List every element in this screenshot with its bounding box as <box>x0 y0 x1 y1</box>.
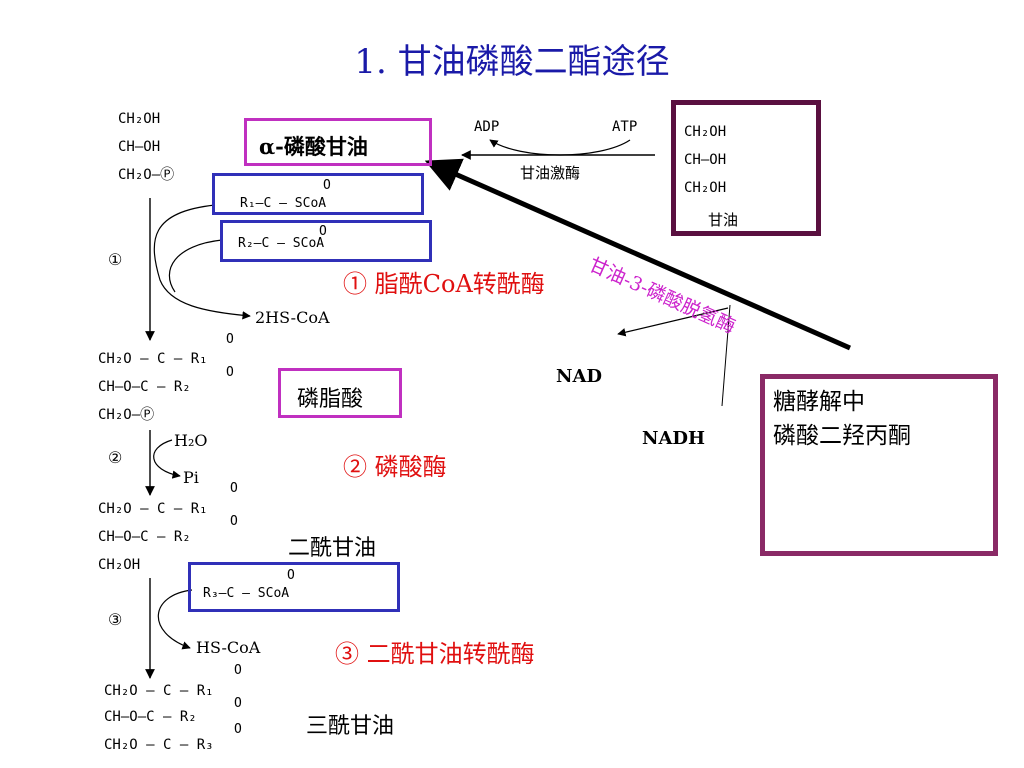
glycerol-box: CH₂OH CH—OH CH₂OH 甘油 <box>671 100 821 236</box>
acyl-coa-3-box: O R₃—C — SCoA <box>188 562 400 612</box>
tg-oxygen-1: O <box>234 663 242 678</box>
acyl3-formula: R₃—C — SCoA <box>203 586 290 601</box>
gp-struct-line3: CH₂O—Ⓟ <box>118 167 175 183</box>
step2-enzyme: ② 磷酸酶 <box>343 453 447 481</box>
tg-oxygen-2: O <box>234 696 242 711</box>
dehydrogenase-arrow <box>424 158 852 351</box>
kinase-atp: ATP <box>612 119 638 135</box>
acyl3-oxygen: O <box>287 568 295 583</box>
pa-oxygen-1: O <box>226 332 234 347</box>
nadh-line <box>721 304 731 407</box>
step1-product: 2HS-CoA <box>255 308 330 327</box>
step2-water: H₂O <box>174 431 208 450</box>
phosphatidic-acid-label: 磷脂酸 <box>297 387 364 412</box>
page-title: 1. 甘油磷酸二酯途径 <box>354 42 670 82</box>
alpha-gp-box: α-磷酸甘油 <box>244 118 432 166</box>
phosphatidic-acid-box: 磷脂酸 <box>278 368 402 418</box>
dg-struct-line3: CH₂OH <box>98 557 141 573</box>
diacylglycerol-label: 二酰甘油 <box>288 536 377 561</box>
pa-struct-line2: CH—O—C — R₂ <box>98 379 191 395</box>
kinase-adp: ADP <box>474 119 500 135</box>
triacylglycerol-label: 三酰甘油 <box>306 714 395 739</box>
tg-oxygen-3: O <box>234 722 242 737</box>
acyl1-oxygen: O <box>323 178 331 193</box>
glycerol-name: 甘油 <box>708 211 739 229</box>
dg-struct-line2: CH—O—C — R₂ <box>98 529 191 545</box>
step1-number: ① <box>108 250 123 269</box>
pa-oxygen-2: O <box>226 365 234 380</box>
kinase-atp-adp-arc <box>489 139 631 156</box>
pa-struct-line1: CH₂O — C — R₁ <box>98 351 208 367</box>
step3-number: ③ <box>108 610 123 629</box>
step2-pi: Pi <box>183 468 199 487</box>
step2-side-arrow <box>153 439 181 479</box>
dg-oxygen-2: O <box>230 514 238 529</box>
tg-struct-line1: CH₂O — C — R₁ <box>104 683 214 699</box>
nadh-label: NADH <box>642 428 706 449</box>
dg-oxygen-1: O <box>230 481 238 496</box>
glycerol-line2: CH—OH <box>684 152 727 168</box>
acyl2-oxygen: O <box>319 224 327 239</box>
alpha-gp-label: α-磷酸甘油 <box>259 134 368 159</box>
acyl1-formula: R₁—C — SCoA <box>240 196 327 211</box>
acyl-coa-2-box: O R₂—C — SCoA <box>220 220 432 262</box>
kinase-enzyme: 甘油激酶 <box>520 164 581 182</box>
dg-struct-line1: CH₂O — C — R₁ <box>98 501 208 517</box>
glycolysis-box: 糖酵解中 磷酸二羟丙酮 <box>760 374 998 556</box>
step1-enzyme: ① 脂酰CoA转酰酶 <box>343 270 545 298</box>
glycerol-line1: CH₂OH <box>684 124 727 140</box>
glycerol-line3: CH₂OH <box>684 180 727 196</box>
step1-side-arrow <box>153 204 251 320</box>
tg-struct-line3: CH₂O — C — R₃ <box>104 737 214 753</box>
glycolysis-line2: 磷酸二羟丙酮 <box>773 423 911 449</box>
nad-arrow <box>617 307 729 337</box>
acyl2-formula: R₂—C — SCoA <box>238 236 325 251</box>
pa-struct-line3: CH₂O—Ⓟ <box>98 407 155 423</box>
nad-label: NAD <box>556 366 603 387</box>
step3-side-arrow <box>157 589 193 650</box>
gp-struct-line2: CH—OH <box>118 139 161 155</box>
tg-struct-line2: CH—O—C — R₂ <box>104 709 197 725</box>
step3-product: HS-CoA <box>196 638 261 657</box>
step3-enzyme: ③ 二酰甘油转酰酶 <box>335 640 535 668</box>
gp-struct-line1: CH₂OH <box>118 111 161 127</box>
step2-number: ② <box>108 448 123 467</box>
acyl-coa-1-box: O R₁—C — SCoA <box>212 173 424 215</box>
glycolysis-line1: 糖酵解中 <box>773 389 865 415</box>
step1-side-arrow-2 <box>168 239 223 293</box>
